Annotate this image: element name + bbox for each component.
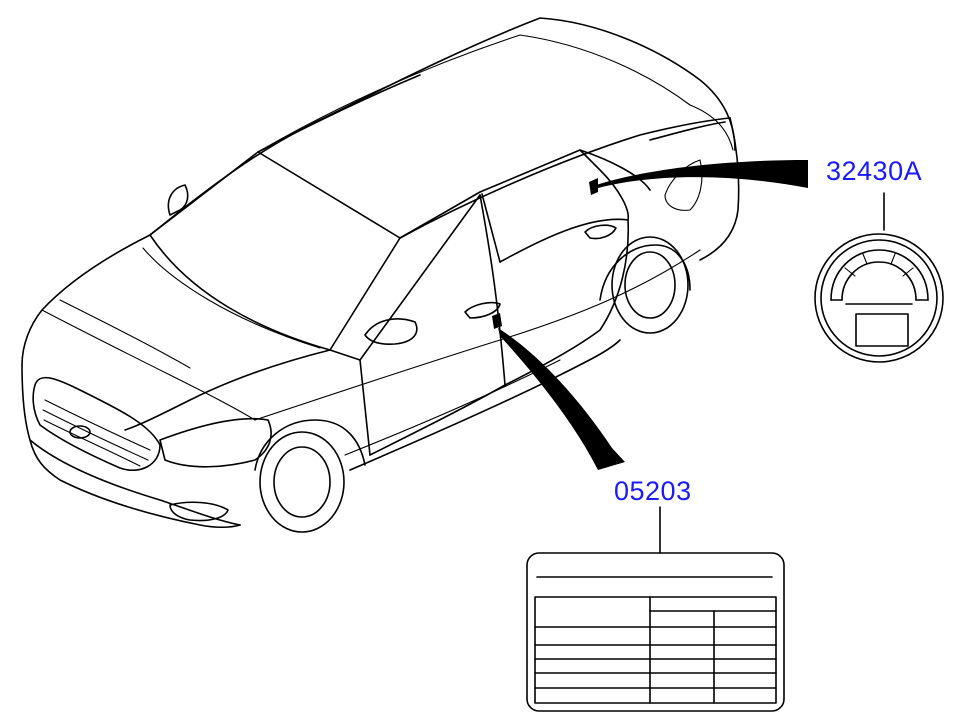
leader-arrow [498,328,625,470]
leader-arrow [596,160,808,188]
tire-pressure-label-icon [526,552,785,712]
part-number-05203[interactable]: 05203 [614,476,692,506]
emission-label-icon [814,233,944,363]
vehicle-illustration [21,17,740,533]
part-number-32430A[interactable]: 32430A [826,156,923,186]
